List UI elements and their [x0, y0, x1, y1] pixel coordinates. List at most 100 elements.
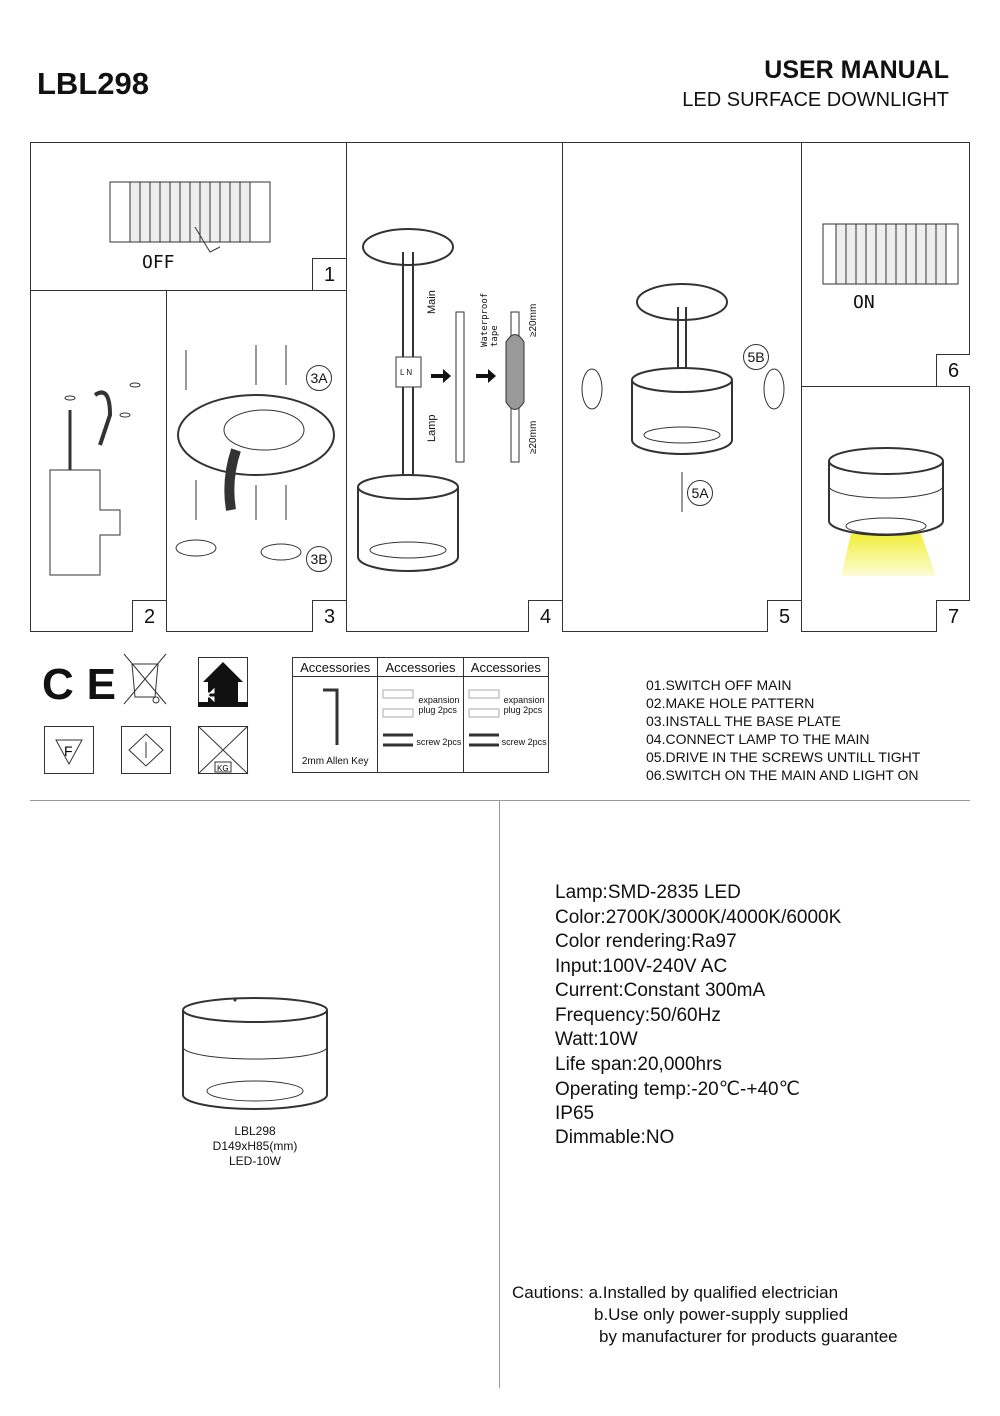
spec-sep: : — [685, 931, 692, 952]
spec-sep: : — [602, 882, 608, 903]
spec-label: Current — [555, 980, 619, 1001]
spec-row: Color rendering:Ra97 — [555, 931, 737, 953]
step-item: 05.DRIVE IN THE SCREWS UNTILL TIGHT — [646, 749, 921, 765]
spec-row: Lamp:SMD-2835 LED — [555, 882, 741, 904]
divider — [30, 800, 970, 801]
spec-label: Frequency — [555, 1004, 645, 1026]
product-illustration — [182, 997, 328, 1110]
step-number: 5 — [767, 600, 801, 632]
spec-label: Dimmable — [555, 1127, 641, 1148]
on-label: ON — [853, 292, 875, 313]
divider — [499, 800, 500, 1388]
spec-value: 20,000hrs — [637, 1053, 722, 1075]
plug-label: expansion plug 2pcs — [503, 695, 545, 715]
spec-sep: : — [618, 980, 624, 1001]
accessories-header: Accessories — [291, 657, 379, 677]
step-number: 1 — [312, 258, 346, 290]
dim-top: ≥20mm — [528, 303, 539, 337]
spec-sep: : — [600, 906, 606, 928]
spec-value: 10W — [598, 1029, 638, 1050]
spec-sep: : — [632, 1053, 638, 1075]
accessories-header: Accessories — [462, 657, 550, 677]
spec-value: NO — [645, 1127, 675, 1148]
spec-label: Watt — [555, 1029, 594, 1050]
spec-sep: : — [685, 1079, 692, 1100]
class-i-icon — [121, 726, 171, 774]
lamp-on-illustration — [828, 447, 944, 576]
svg-text:F: F — [64, 743, 73, 759]
panel-4: L N Main Lamp Waterproof tape ≥20mm ≥20m… — [346, 142, 563, 632]
model-title: LBL298 — [37, 66, 149, 101]
drill-illustration — [49, 382, 141, 576]
spec-value: 2700K/3000K/4000K/6000K — [605, 906, 842, 928]
tag-5a: 5A — [687, 480, 713, 506]
terminal-label: L N — [400, 368, 413, 377]
tag-3a: 3A — [306, 365, 332, 391]
off-label: OFF — [142, 252, 175, 273]
accessories-header: Accessories — [377, 657, 464, 677]
base-plate-illustration — [175, 345, 335, 561]
spec-value: 100V-240V AC — [602, 955, 728, 977]
tag-3b: 3B — [306, 546, 332, 572]
step-item: 01.SWITCH OFF MAIN — [646, 677, 792, 693]
step-number: 7 — [936, 600, 970, 632]
spec-label: IP65 — [555, 1102, 595, 1124]
product-caption: LBL298 D149xH85(mm) LED-10W — [155, 1124, 355, 1169]
panel-5: 5B 5A 5 — [562, 142, 802, 632]
no-load-icon: KG — [197, 725, 249, 775]
panel-1: OFF 1 — [30, 142, 347, 291]
main-label: Main — [426, 290, 438, 314]
allen-key-icon — [323, 688, 339, 745]
spec-row: Input:100V-240V AC — [555, 956, 727, 978]
product-model: LBL298 — [234, 1124, 276, 1138]
panel-3: 3A 3B 3 — [166, 290, 347, 632]
panel-7: 7 — [801, 386, 970, 632]
spec-row: Dimmable:NO — [555, 1127, 674, 1149]
plug-screw-icon — [382, 689, 414, 747]
spec-row: Watt:10W — [555, 1029, 638, 1051]
step-number: 6 — [936, 354, 970, 386]
spec-sep: : — [593, 1029, 599, 1050]
spec-label: Lamp — [555, 882, 603, 903]
screw-label: screw 2pcs — [501, 737, 547, 747]
svg-text:KG: KG — [217, 764, 229, 773]
spec-sep: : — [644, 1004, 651, 1026]
caution-item: b.Use only power-supply supplied — [594, 1305, 849, 1324]
spec-label: Life span — [555, 1053, 633, 1075]
ce-mark-icon: C E — [42, 660, 118, 709]
plug-label: expansion plug 2pcs — [418, 695, 460, 715]
step-number: 3 — [312, 600, 346, 632]
screw-label: screw 2pcs — [416, 737, 462, 747]
spec-value: Constant 300mA — [623, 980, 766, 1001]
doc-title: USER MANUAL — [764, 56, 949, 84]
terminal-block-off-illustration — [109, 181, 271, 253]
spec-value: 50/60Hz — [650, 1004, 721, 1026]
steps-diagram-frame — [30, 142, 970, 632]
product-power: LED-10W — [228, 1154, 281, 1168]
product-dimensions: D149xH85(mm) — [212, 1139, 298, 1153]
cautions-label: Cautions: — [512, 1283, 584, 1302]
caution-item: a.Installed by qualified electrician — [588, 1283, 839, 1302]
indoor-use-icon — [198, 657, 248, 707]
step-number: 4 — [528, 600, 562, 632]
allen-key-label: 2mm Allen Key — [301, 756, 369, 767]
f-mark-icon: F — [44, 726, 94, 774]
step-number: 2 — [132, 600, 166, 632]
spec-row: Life span:20,000hrs — [555, 1054, 722, 1076]
spec-label: Color rendering — [555, 931, 686, 952]
steps-list: 01.SWITCH OFF MAIN 02.MAKE HOLE PATTERN … — [646, 676, 920, 784]
doc-subtitle: LED SURFACE DOWNLIGHT — [682, 89, 949, 111]
spec-sep: : — [640, 1127, 646, 1148]
step-item: 03.INSTALL THE BASE PLATE — [646, 713, 841, 729]
panel-6: ON 6 — [801, 142, 970, 387]
spec-row: Color:2700K/3000K/4000K/6000K — [555, 907, 841, 929]
lamp-label: Lamp — [426, 414, 438, 442]
weee-bin-icon — [123, 653, 167, 705]
plug-screw-icon — [468, 689, 500, 747]
caution-item: by manufacturer for products guarantee — [599, 1327, 898, 1346]
step-item: 04.CONNECT LAMP TO THE MAIN — [646, 731, 870, 747]
spec-row: Operating temp:-20℃-+40℃ — [555, 1078, 800, 1101]
mounting-illustration — [581, 283, 785, 512]
